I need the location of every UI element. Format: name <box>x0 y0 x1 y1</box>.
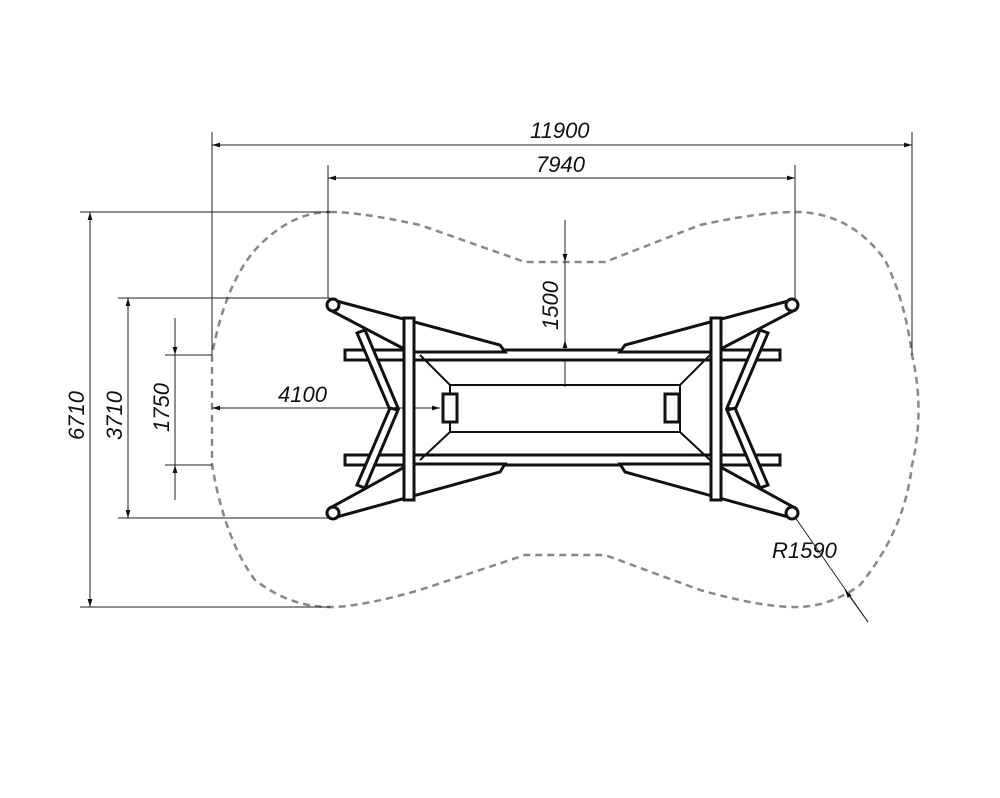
dim-radius: R1590 <box>772 538 838 563</box>
safety-zone-outline <box>210 210 920 609</box>
dimension-lines <box>80 132 913 623</box>
dim-1500: 1500 <box>538 280 563 330</box>
dim-11900: 11900 <box>530 118 590 143</box>
dim-3710: 3710 <box>102 390 127 440</box>
dim-6710: 6710 <box>64 390 89 440</box>
frame-structure <box>325 297 800 521</box>
dim-1750: 1750 <box>149 382 174 432</box>
dim-7940: 7940 <box>536 152 586 177</box>
dim-4100: 4100 <box>278 382 328 407</box>
